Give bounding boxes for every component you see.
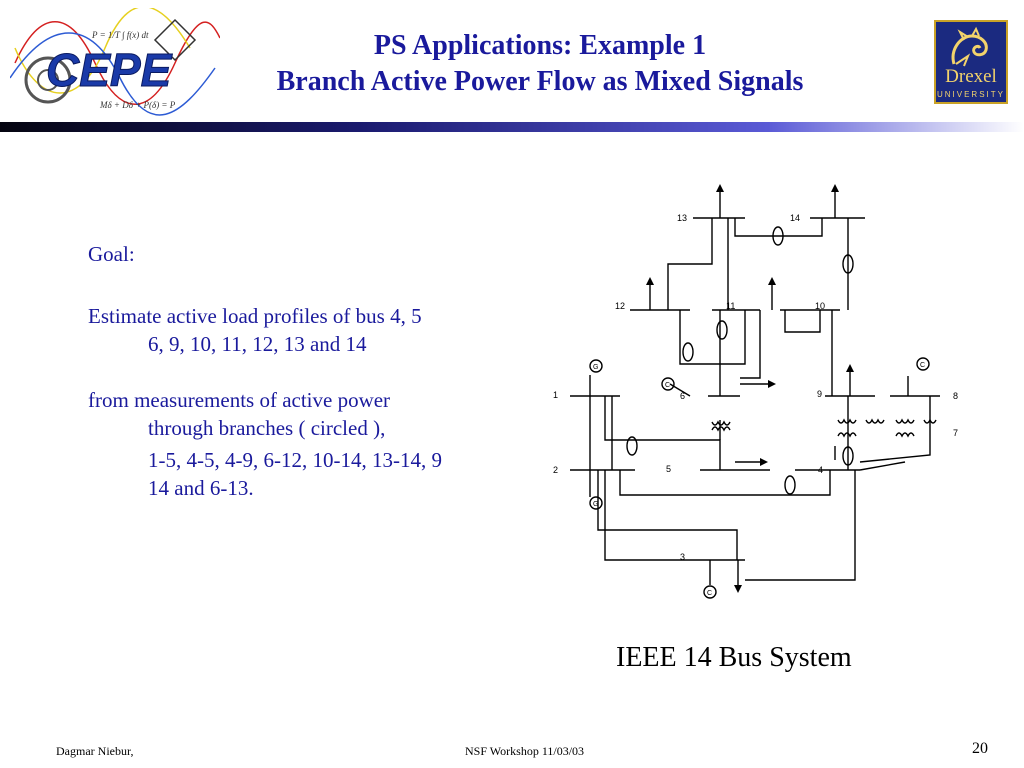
bus-label-4: 4 (818, 465, 823, 475)
goal-heading: Goal: (88, 242, 135, 266)
compensator-symbol-3: C (707, 590, 712, 597)
bus-label-14: 14 (790, 213, 800, 223)
estimate-line-1: Estimate active load profiles of bus 4, … (88, 304, 422, 328)
compensator-symbol-6: C (665, 382, 670, 389)
title-line-2: Branch Active Power Flow as Mixed Signal… (276, 66, 804, 97)
bus-label-10: 10 (815, 301, 825, 311)
bus-label-3: 3 (680, 552, 685, 562)
bus-label-11: 11 (726, 301, 735, 311)
bus-label-13: 13 (677, 213, 687, 223)
footer-event: NSF Workshop 11/03/03 (465, 744, 585, 758)
compensator-symbol-8: C (920, 362, 925, 369)
diagram-caption: IEEE 14 Bus System (616, 642, 852, 673)
drexel-subtitle: UNIVERSITY (936, 90, 1005, 99)
drexel-name: Drexel (945, 66, 997, 87)
branches-line-2: 14 and 6-13. (148, 476, 254, 500)
page-number: 20 (972, 740, 988, 757)
measure-line-2: through branches ( circled ), (148, 416, 386, 440)
svg-text:Mδ + Dδ + P(δ) = P: Mδ + Dδ + P(δ) = P (99, 100, 176, 110)
estimate-paragraph: Estimate active load profiles of bus 4, … (88, 302, 538, 358)
measure-line-1: from measurements of active power (88, 388, 391, 412)
svg-text:P = 1/T ∫ f(x) dt: P = 1/T ∫ f(x) dt (91, 30, 149, 41)
estimate-line-2: 6, 9, 10, 11, 12, 13 and 14 (148, 332, 367, 356)
generator-symbol-1: G (593, 364, 598, 371)
slide-body: Goal: Estimate active load profiles of b… (88, 240, 538, 502)
branches-paragraph: 1-5, 4-5, 4-9, 6-12, 10-14, 13-14, 9 14 … (88, 446, 538, 502)
bus-label-8: 8 (953, 391, 958, 401)
bus-label-7: 7 (953, 428, 958, 438)
bus-label-5: 5 (666, 464, 671, 474)
bus-label-2: 2 (553, 465, 558, 475)
slide-title: PS Applications: Example 1 Branch Active… (210, 28, 870, 100)
measure-paragraph: from measurements of active power throug… (88, 386, 538, 442)
bus-label-1: 1 (553, 390, 558, 400)
bus-label-9: 9 (817, 389, 822, 399)
cepe-wordmark: CEPE (46, 44, 173, 96)
cepe-logo: CEPE P = 1/T ∫ f(x) dt Mδ + Dδ + P(δ) = … (9, 5, 221, 118)
ieee-14-bus-diagram: G G C C C 1 2 3 4 5 6 7 8 9 10 11 12 13 … (540, 180, 980, 610)
drexel-logo: Drexel UNIVERSITY (934, 20, 1008, 104)
footer-author: Dagmar Niebur, (56, 744, 134, 758)
title-line-1: PS Applications: Example 1 (373, 30, 707, 61)
bus-label-6: 6 (680, 391, 685, 401)
bus-label-12: 12 (615, 301, 625, 311)
dragon-icon (951, 26, 988, 67)
title-divider (0, 122, 1024, 132)
generator-symbol-2: G (593, 501, 598, 508)
branches-line-1: 1-5, 4-5, 4-9, 6-12, 10-14, 13-14, 9 (148, 448, 442, 472)
